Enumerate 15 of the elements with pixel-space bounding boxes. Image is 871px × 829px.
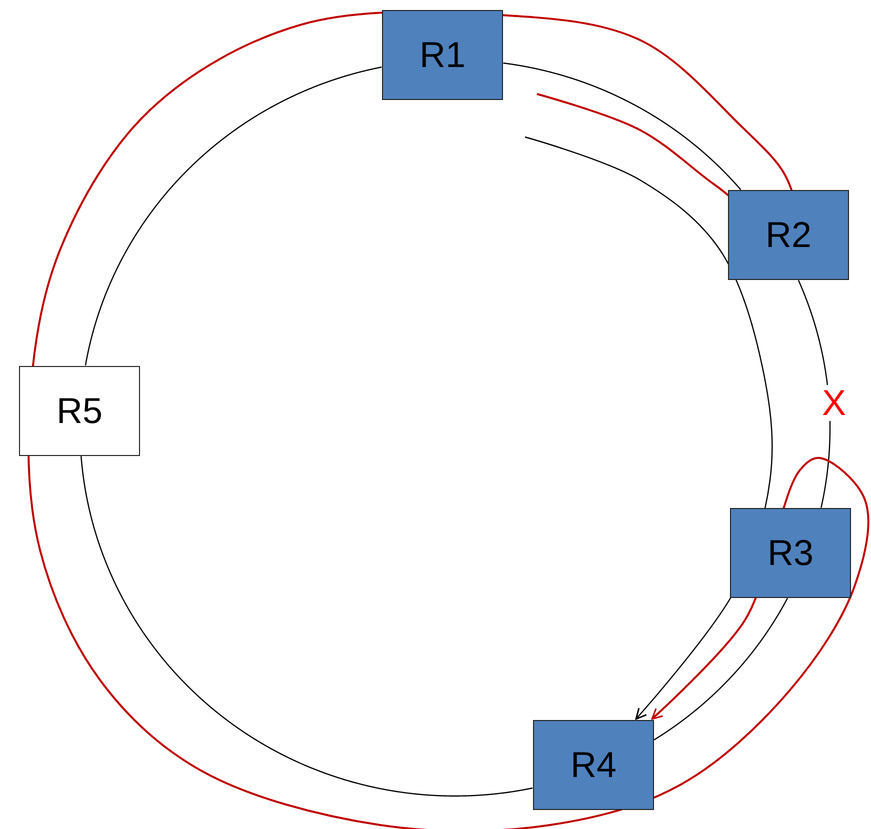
ring-link [503, 62, 742, 190]
router-box [730, 508, 851, 598]
router-box [19, 366, 140, 456]
router-box [728, 190, 849, 280]
router-label: R4 [570, 744, 617, 786]
ring-link [80, 456, 533, 797]
router-box [382, 10, 503, 100]
router-label: R5 [56, 390, 103, 432]
router-label: R3 [767, 532, 814, 574]
ring-link [654, 598, 788, 740]
router-label: R1 [419, 34, 466, 76]
ring-link [84, 66, 382, 366]
router-label: R2 [765, 214, 812, 256]
link-failure-mark: X [822, 385, 846, 421]
router-box [533, 720, 654, 810]
